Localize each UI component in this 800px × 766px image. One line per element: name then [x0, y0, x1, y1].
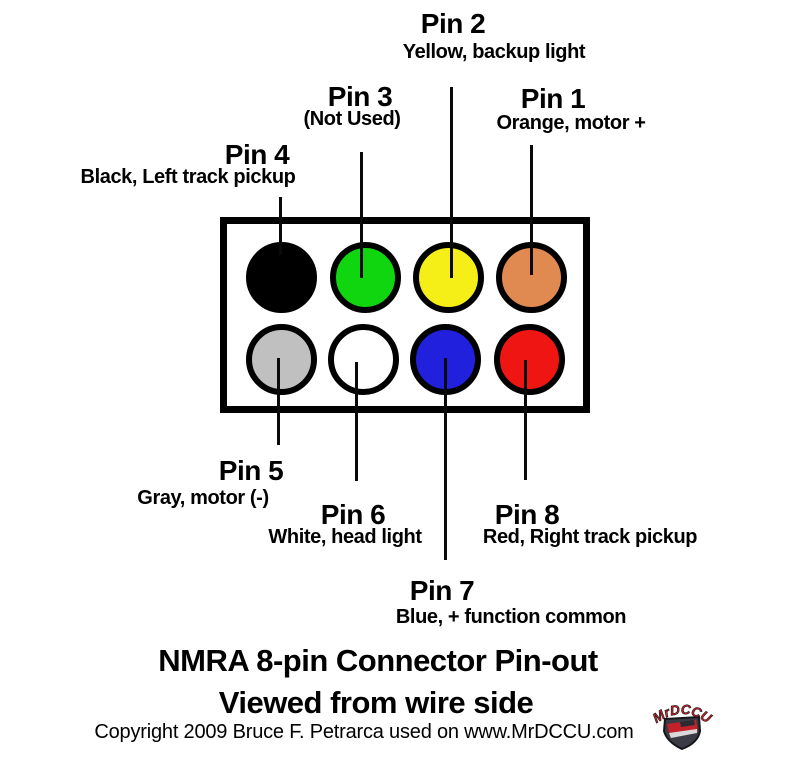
pin5-leader-line [277, 358, 280, 445]
pin8-label: Pin 8 [494, 499, 560, 530]
copyright-text: Copyright 2009 Bruce F. Petrarca used on… [94, 721, 634, 743]
pin8-desc: Red, Right track pickup [482, 526, 698, 548]
pin3-desc: (Not Used) [303, 108, 401, 130]
pin3-hole [330, 242, 401, 313]
pin1-label: Pin 1 [520, 83, 586, 114]
pin3-leader-line [360, 152, 363, 278]
logo-train-window [680, 720, 695, 727]
pin6-leader-line [355, 362, 358, 481]
pin6-desc: White, head light [268, 526, 422, 548]
pin2-leader-line [450, 87, 453, 278]
pin6-hole [328, 324, 399, 395]
pin3-label: Pin 3 [327, 81, 393, 112]
pin5-desc: Gray, motor (-) [137, 487, 269, 509]
pin1-leader-line [530, 145, 533, 275]
diagram-title: NMRA 8-pin Connector Pin-out [158, 643, 598, 678]
pin1-desc: Orange, motor + [496, 112, 646, 134]
pin4-label: Pin 4 [224, 139, 290, 170]
pin5-hole [246, 324, 317, 395]
pin8-leader-line [524, 360, 527, 480]
pin5-label: Pin 5 [218, 455, 284, 486]
pin7-leader-line [444, 358, 447, 560]
pin4-desc: Black, Left track pickup [80, 166, 296, 188]
pin7-desc: Blue, + function common [395, 606, 627, 628]
pin6-label: Pin 6 [320, 499, 386, 530]
pin2-label: Pin 2 [420, 8, 486, 39]
pin7-label: Pin 7 [409, 575, 475, 606]
pin2-hole [413, 242, 484, 313]
pin8-hole [494, 324, 565, 395]
logo-train-stripe [669, 729, 697, 738]
pin4-leader-line [279, 197, 282, 255]
diagram-subtitle: Viewed from wire side [218, 685, 534, 720]
mrdccu-logo: MrDCCU [650, 701, 714, 751]
pin2-desc: Yellow, backup light [402, 41, 586, 63]
